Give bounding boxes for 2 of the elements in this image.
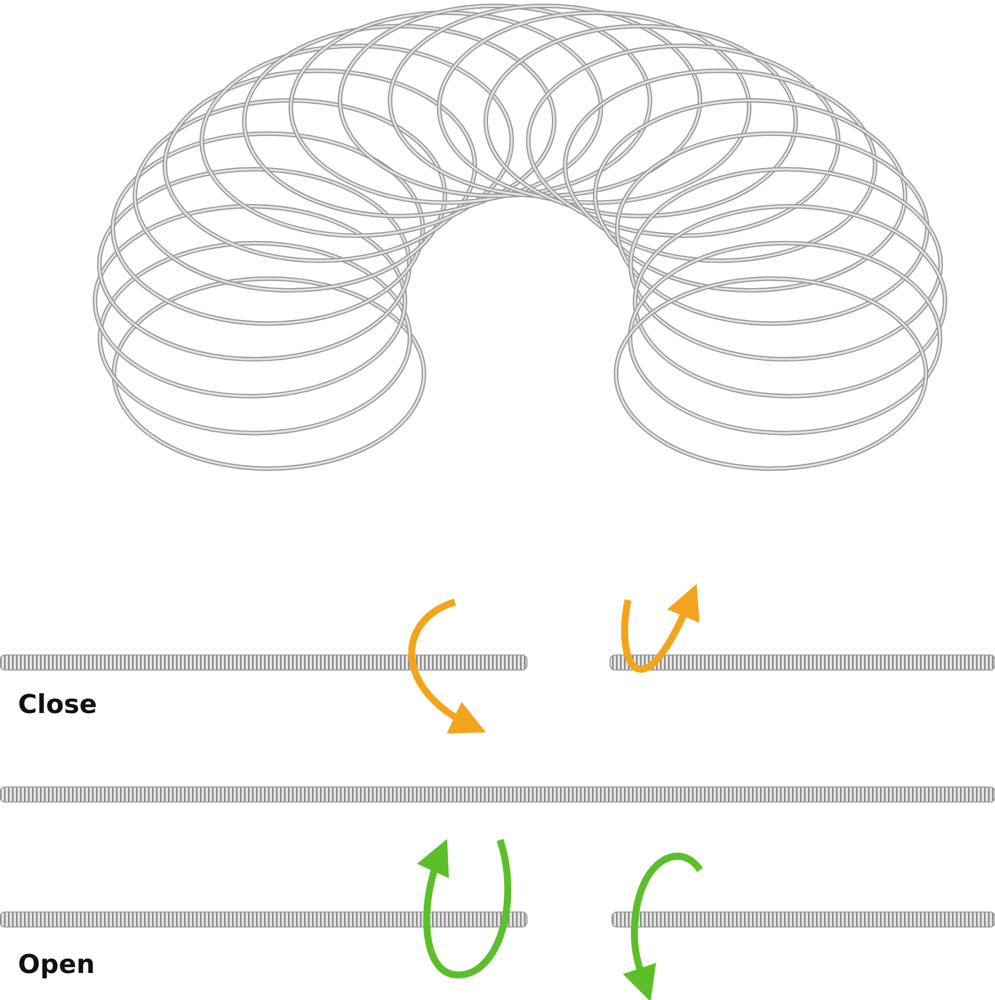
state-label: Open bbox=[18, 950, 95, 980]
state-label: Close bbox=[18, 690, 97, 720]
